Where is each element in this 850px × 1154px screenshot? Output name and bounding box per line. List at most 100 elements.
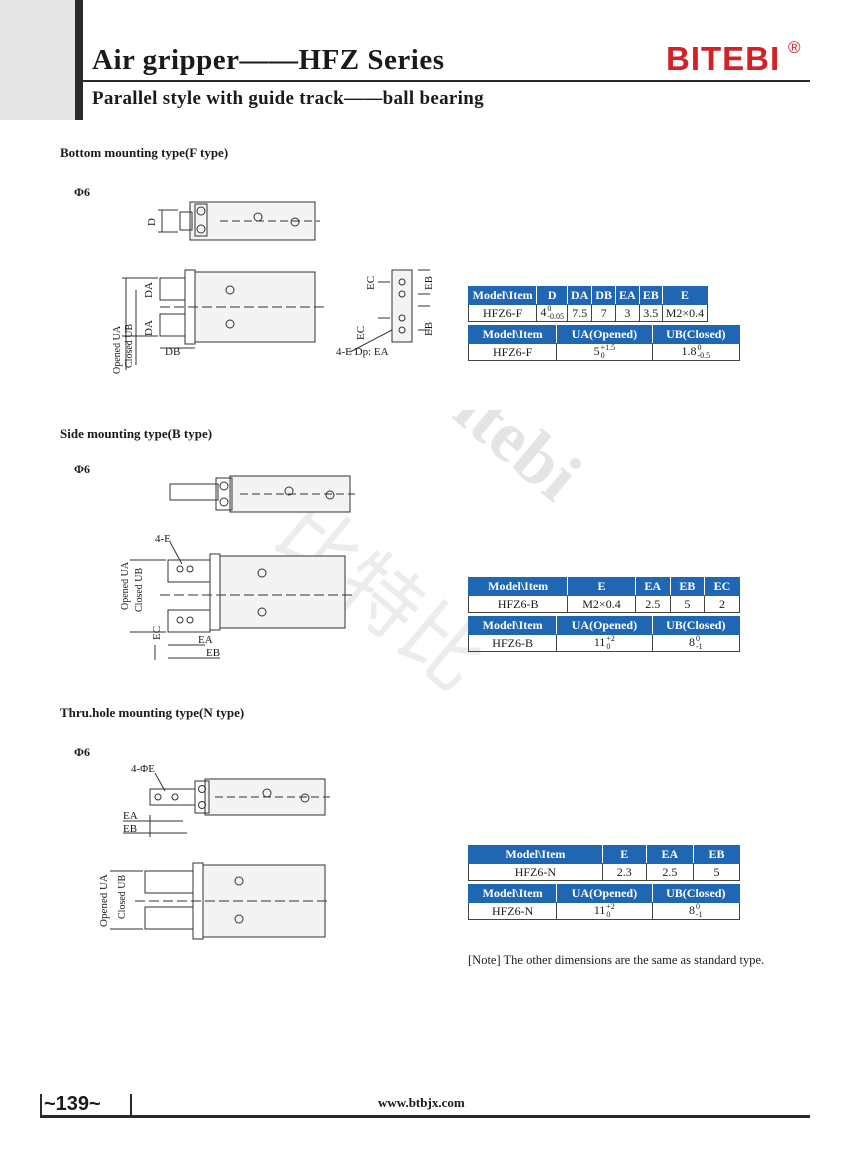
table-header-row: Model\Item UA(Opened) UB(Closed) <box>467 884 741 903</box>
col-model-item: Model\Item <box>467 884 558 903</box>
cell-da: 7.5 <box>567 303 593 323</box>
table-n-stroke: Model\Item UA(Opened) UB(Closed) HFZ6-N … <box>467 884 741 921</box>
table-row: HFZ6-F 40-0.05 7.5 7 3 3.5 M2×0.4 <box>467 303 709 323</box>
table-f-dimensions: Model\Item D DA DB EA EB E HFZ6-F 40-0.0… <box>467 286 709 323</box>
col-ea: EA <box>634 577 671 596</box>
dim-label-ec-bottom: EC <box>355 326 367 340</box>
dim-label-4e: 4-E <box>155 533 171 545</box>
table-header-row: Model\Item UA(Opened) UB(Closed) <box>467 325 741 344</box>
col-model-item: Model\Item <box>467 325 558 344</box>
header-vertical-bar <box>75 0 83 120</box>
table-b-dimensions: Model\Item E EA EB EC HFZ6-B M2×0.4 2.5 … <box>467 577 741 613</box>
col-eb: EB <box>693 845 740 864</box>
header-corner-block <box>0 0 75 120</box>
table-header-row: Model\Item E EA EB <box>468 845 740 864</box>
footnote: [Note] The other dimensions are the same… <box>468 953 765 967</box>
col-ub-closed: UB(Closed) <box>651 616 741 635</box>
footer-rule <box>40 1115 810 1118</box>
cell-db: 7 <box>591 303 617 323</box>
table-header-row: Model\Item D DA DB EA EB E <box>467 286 709 305</box>
table-header-row: Model\Item UA(Opened) UB(Closed) <box>467 616 741 635</box>
cell-ec: 2 <box>703 595 741 613</box>
dim-label-eb-top: EB <box>423 276 435 290</box>
cell-model: HFZ6-F <box>467 342 558 362</box>
col-model-item: Model\Item <box>467 616 558 635</box>
col-e: E <box>567 577 636 596</box>
section-heading-n-type: Thru.hole mounting type(N type) <box>60 705 245 720</box>
dim-label-db: DB <box>165 346 180 358</box>
cell-d: 40-0.05 <box>536 303 569 323</box>
table-header-row: Model\Item E EA EB EC <box>467 577 741 596</box>
col-e: E <box>661 286 709 305</box>
col-ub-closed: UB(Closed) <box>651 884 741 903</box>
dim-label-closed-ub: Closed UB <box>134 568 145 613</box>
dim-label-opened-ua: Opened UA <box>112 325 123 374</box>
table-b-stroke: Model\Item UA(Opened) UB(Closed) HFZ6-B … <box>467 616 741 653</box>
dim-label-ea: EA <box>123 810 138 822</box>
section-heading-f-type: Bottom mounting type(F type) <box>60 145 229 160</box>
dim-label-da-bottom: DA <box>143 320 155 336</box>
cell-model: HFZ6-B <box>467 633 558 653</box>
brand-logo: BITEBI <box>666 40 781 77</box>
cell-eb: 3.5 <box>638 303 663 323</box>
section-heading-b-type: Side mounting type(B type) <box>60 426 213 441</box>
drawing-n-type: 4-ΦE EA EB Opened UA Closed UB <box>98 763 330 940</box>
drawing-f-type: D DA DA DB Opened UA Closed UB EC EC EB … <box>112 201 435 374</box>
dim-label-d: D <box>146 218 158 226</box>
cell-eb: 5 <box>693 863 740 881</box>
table-row: HFZ6-N 2.3 2.5 5 <box>468 863 740 881</box>
table-row: HFZ6-B M2×0.4 2.5 5 2 <box>467 595 741 613</box>
dim-label-4-phi-e: 4-ΦE <box>131 763 155 775</box>
cell-ea: 3 <box>615 303 640 323</box>
col-eb: EB <box>669 577 705 596</box>
dim-label-closed-ub: Closed UB <box>117 875 128 920</box>
col-ua-opened: UA(Opened) <box>556 884 653 903</box>
size-label-b: Φ6 <box>74 462 90 476</box>
page-subtitle: Parallel style with guide track——ball be… <box>92 88 484 109</box>
cell-model: HFZ6-F <box>467 303 538 323</box>
page-number-box <box>40 1094 132 1116</box>
col-e: E <box>601 845 647 864</box>
cell-model: HFZ6-B <box>467 595 569 613</box>
header-rule <box>83 80 810 82</box>
dim-label-da-top: DA <box>143 282 155 298</box>
col-db: DB <box>591 286 617 305</box>
drawing-b-type: 4-E Opened UA Closed UB EC EA EB <box>120 475 355 660</box>
dim-label-ec: EC <box>151 626 163 640</box>
col-da: DA <box>567 286 593 305</box>
cell-ea: 2.5 <box>634 595 671 613</box>
col-ea: EA <box>645 845 695 864</box>
registered-mark: ® <box>788 38 801 57</box>
page-number: ~139~ <box>44 1093 101 1115</box>
col-ub-closed: UB(Closed) <box>651 325 741 344</box>
cell-model: HFZ6-N <box>467 901 558 921</box>
col-model-item: Model\Item <box>467 577 569 596</box>
col-ua-opened: UA(Opened) <box>556 616 653 635</box>
dim-label-eb-bottom: EB <box>423 322 435 336</box>
dim-label-opened-ua: Opened UA <box>120 561 131 610</box>
page-title: Air gripper——HFZ Series <box>92 44 445 76</box>
size-label-n: Φ6 <box>74 745 90 759</box>
col-ec: EC <box>703 577 741 596</box>
cell-ea: 2.5 <box>645 863 695 881</box>
table-f-stroke: Model\Item UA(Opened) UB(Closed) HFZ6-F … <box>467 325 741 362</box>
col-model-item: Model\Item <box>468 845 603 864</box>
dim-label-4e-dp-ea: 4-E Dp: EA <box>336 346 389 358</box>
dim-label-closed-ub: Closed UB <box>124 324 135 369</box>
cell-ub: 80-1 <box>651 633 741 653</box>
cell-eb: 5 <box>669 595 705 613</box>
cell-e: M2×0.4 <box>567 595 636 613</box>
dim-label-opened-ua: Opened UA <box>98 874 110 927</box>
dim-label-ea: EA <box>198 634 213 646</box>
col-ua-opened: UA(Opened) <box>556 325 653 344</box>
cell-e: 2.3 <box>601 863 647 881</box>
watermark-latin: Bitebi <box>403 410 595 516</box>
size-label-f: Φ6 <box>74 185 90 199</box>
website-url: www.btbjx.com <box>378 1095 465 1110</box>
